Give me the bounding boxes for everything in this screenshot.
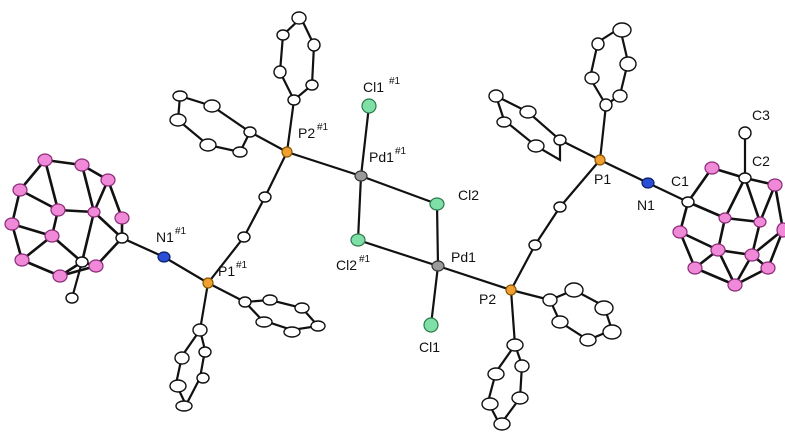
label-p1: P1 — [594, 171, 611, 187]
atom-p1-sym — [202, 277, 214, 289]
core-bonds — [285, 104, 513, 327]
label-cl2-sym-sup: #1 — [359, 254, 371, 265]
phenyl-rings — [169, 11, 637, 431]
atom-pd1-sym — [354, 170, 368, 182]
label-p1-sym: P1 — [218, 263, 235, 279]
label-pd1-sym-sup: #1 — [395, 146, 407, 157]
label-c1: C1 — [671, 173, 689, 189]
label-cl1-sym: Cl1 — [363, 79, 384, 95]
label-cl1: Cl1 — [419, 339, 440, 355]
phenyl-ring — [584, 22, 637, 112]
label-p1-sym-sup: #1 — [236, 260, 248, 271]
atom-cl2-sym — [350, 233, 366, 247]
label-cl2: Cl2 — [458, 187, 479, 203]
phenyl-ring — [542, 282, 622, 347]
atom-cl2 — [429, 197, 445, 211]
atom-p2-sym — [281, 146, 293, 158]
left-ligand-bonds — [70, 98, 296, 332]
atom-labels: Cl1 #1 Pd1 #1 P2 #1 P1 #1 N1 #1 Cl2 Cl2 … — [156, 76, 770, 355]
atom-p1 — [594, 154, 606, 166]
label-n1: N1 — [637, 197, 655, 213]
label-cl1-sym-sup: #1 — [389, 76, 401, 87]
phenyl-ring — [481, 338, 530, 431]
label-n1-sym-sup: #1 — [175, 226, 187, 237]
phenyl-ring — [169, 90, 257, 158]
label-pd1-sym: Pd1 — [369, 149, 394, 165]
atom-n1-sym — [157, 251, 171, 263]
label-cl2-sym: Cl2 — [336, 257, 357, 273]
label-p2-sym: P2 — [298, 125, 315, 141]
phenyl-ring — [238, 294, 326, 338]
methylene-carbons — [237, 191, 567, 251]
right-carborane-cage — [672, 126, 785, 292]
atom-p2 — [505, 284, 517, 296]
left-carborane-cage — [4, 153, 130, 304]
heavy-atoms — [157, 98, 655, 333]
label-c2: C2 — [752, 153, 770, 169]
label-n1-sym: N1 — [156, 229, 174, 245]
atom-n1 — [641, 177, 655, 189]
phenyl-ring — [169, 323, 212, 412]
atom-cl1-sym — [361, 98, 377, 114]
atom-cl1 — [423, 317, 439, 333]
label-c3: C3 — [752, 107, 770, 123]
phenyl-ring — [488, 89, 567, 162]
label-p2: P2 — [479, 291, 496, 307]
label-p2-sym-sup: #1 — [317, 122, 329, 133]
phenyl-ring — [273, 11, 321, 106]
label-pd1: Pd1 — [451, 249, 476, 265]
atom-pd1 — [431, 260, 445, 272]
right-ligand-bonds — [509, 103, 747, 347]
